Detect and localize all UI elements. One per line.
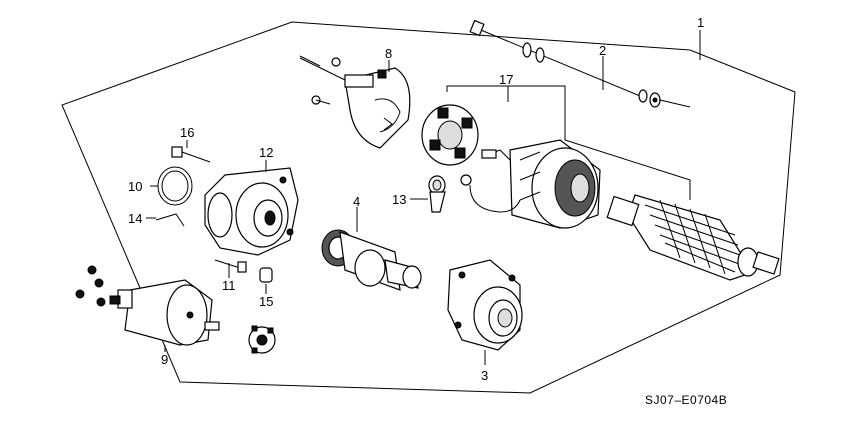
callout-13: 13	[392, 192, 406, 207]
pipe-14-part[interactable]	[155, 213, 185, 227]
rear-cover-part[interactable]	[299, 57, 411, 149]
bolt-11-part[interactable]	[214, 259, 247, 273]
bolt-16-part[interactable]	[171, 146, 211, 163]
callout-1: 1	[697, 15, 704, 30]
brush-holder-part[interactable]	[421, 104, 479, 166]
bushing-15-part[interactable]	[259, 267, 273, 283]
planetary-gear-part[interactable]	[248, 325, 276, 354]
solenoid-part[interactable]	[75, 265, 220, 346]
armature-part[interactable]	[606, 194, 780, 281]
yoke-field-coil-part[interactable]	[460, 139, 601, 229]
gear-housing-part[interactable]	[204, 167, 299, 256]
callout-9: 9	[161, 352, 168, 367]
callout-3: 3	[481, 368, 488, 383]
diagram-code: SJ07–E0704B	[645, 393, 727, 407]
o-ring-part[interactable]	[157, 166, 193, 206]
callout-4: 4	[353, 194, 360, 209]
terminal-grommet-part[interactable]	[428, 175, 446, 213]
assembly-boundary	[61, 21, 796, 394]
through-bolt-part[interactable]	[469, 19, 691, 108]
callout-14: 14	[128, 211, 142, 226]
callout-10: 10	[128, 179, 142, 194]
callout-15: 15	[259, 294, 273, 309]
callout-11: 11	[222, 278, 236, 293]
callout-16: 16	[180, 125, 194, 140]
callout-12: 12	[259, 145, 273, 160]
overrunning-clutch-part[interactable]	[321, 229, 422, 291]
leader-lines	[146, 30, 701, 365]
front-housing-part[interactable]	[447, 259, 523, 351]
callout-2: 2	[599, 43, 606, 58]
callout-17: 17	[499, 72, 513, 87]
callout-8: 8	[385, 46, 392, 61]
